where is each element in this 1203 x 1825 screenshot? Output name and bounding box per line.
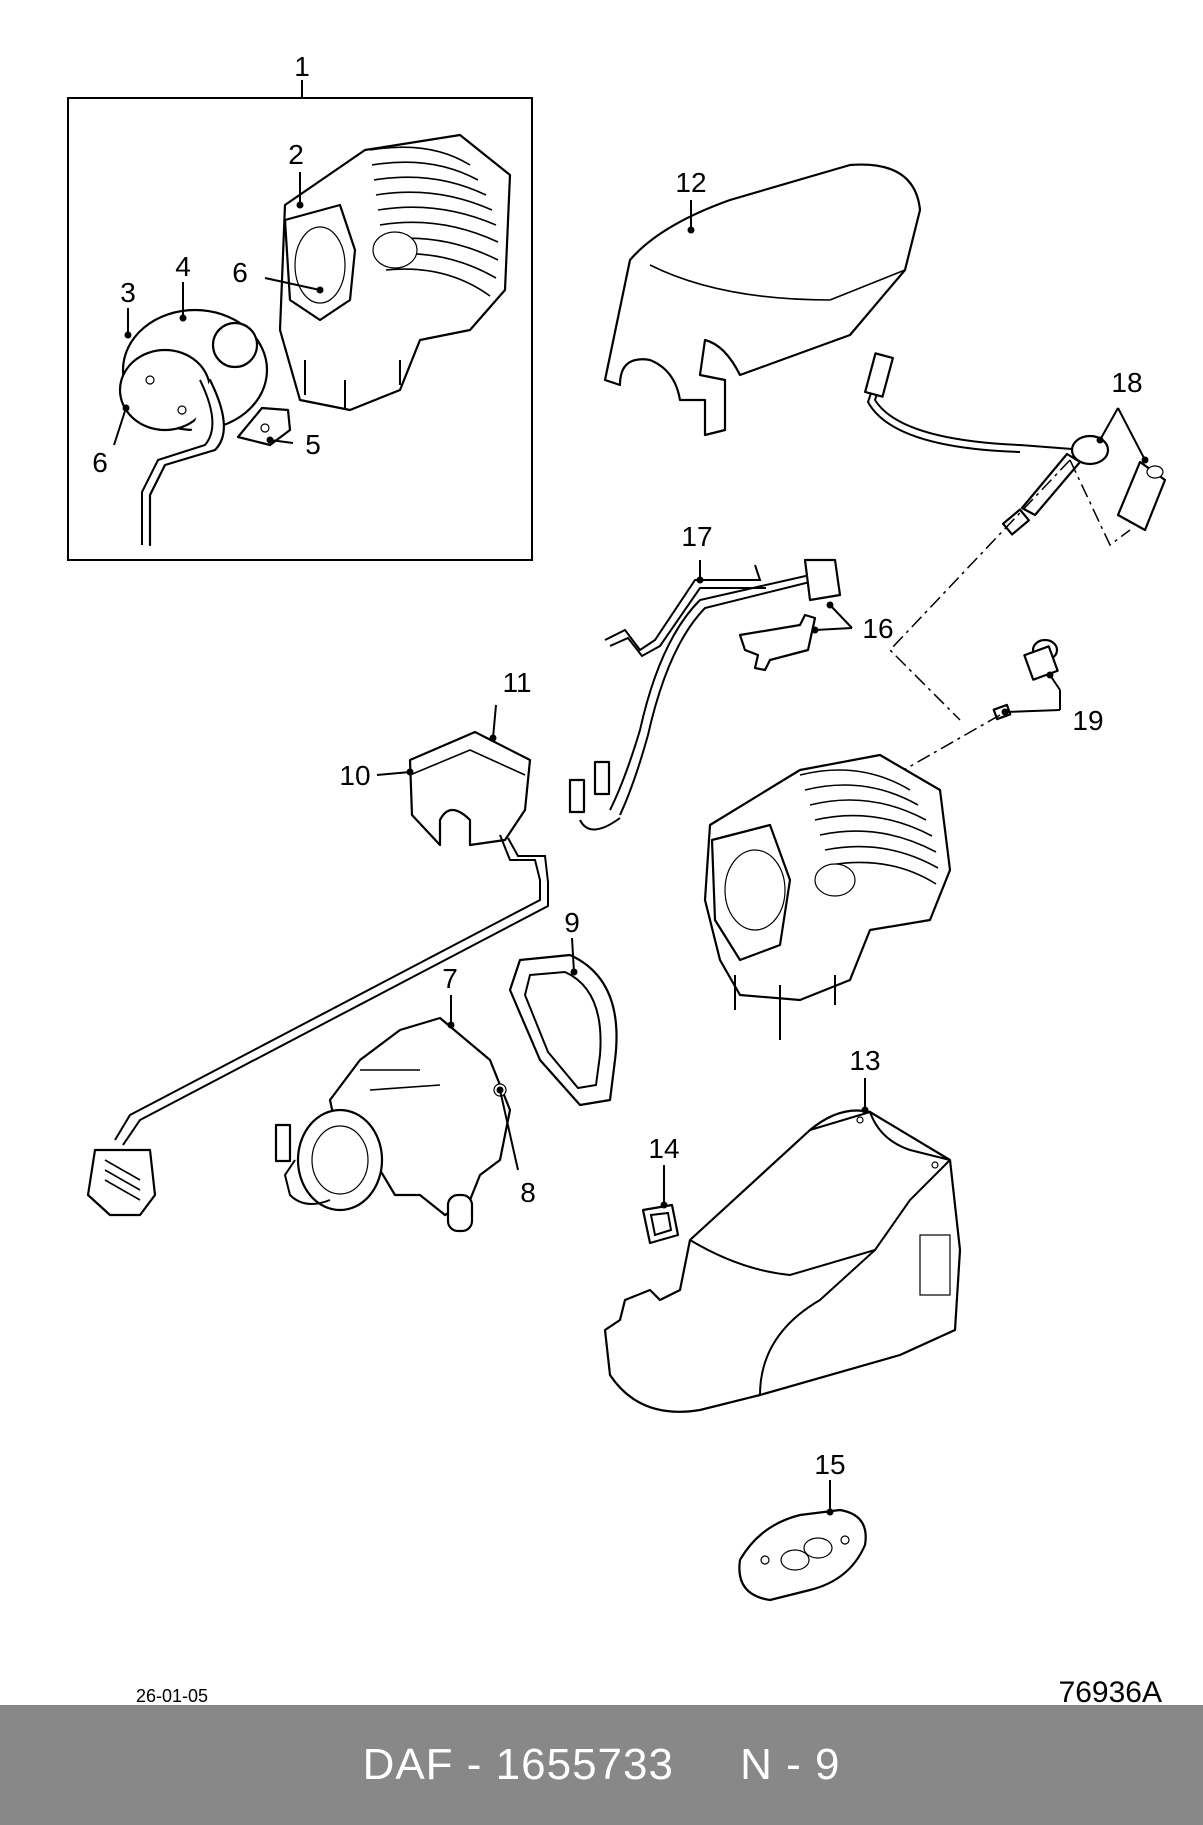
callout-14: 14 — [648, 1133, 679, 1164]
assembly-box — [67, 80, 533, 561]
gasket-plate-part — [738, 1508, 867, 1602]
callout-17: 17 — [681, 521, 712, 552]
callout-9: 9 — [564, 907, 580, 938]
lower-cover-part — [603, 1109, 962, 1413]
callout-5: 5 — [305, 429, 321, 460]
assembly-dash-lines — [888, 459, 1131, 776]
callout-10: 10 — [339, 760, 370, 791]
callout-6-upper: 6 — [232, 257, 248, 288]
heat-exchanger-assembly-part — [703, 753, 952, 1040]
callout-13: 13 — [849, 1045, 880, 1076]
footer-bar: DAF - 1655733 N - 9 — [0, 1705, 1203, 1825]
exploded-parts-diagram: 1 2 3 4 6 6 5 12 18 17 16 19 11 10 9 7 8… — [67, 51, 1167, 1705]
wiring-harness-part — [568, 558, 842, 831]
glow-plug-plate-part — [236, 406, 292, 447]
control-unit-part — [114, 730, 549, 1146]
multi-pin-connector-part — [86, 1148, 157, 1217]
callout-12: 12 — [675, 167, 706, 198]
callout-15: 15 — [814, 1449, 845, 1480]
callout-16: 16 — [862, 613, 893, 644]
leader-lines — [113, 172, 1149, 1516]
gasket-part — [508, 953, 618, 1107]
callout-11: 11 — [502, 667, 531, 698]
heat-exchanger-part — [278, 133, 512, 412]
blower-motor-part — [274, 1016, 512, 1233]
callout-8: 8 — [520, 1177, 536, 1208]
callout-3: 3 — [120, 277, 136, 308]
callout-1: 1 — [294, 51, 310, 82]
callout-7: 7 — [442, 963, 458, 994]
temperature-sensor-part — [864, 352, 1167, 536]
callout-4: 4 — [175, 251, 191, 282]
upper-cover-part — [603, 163, 922, 437]
footer-title: DAF - 1655733 N - 9 — [362, 1740, 841, 1789]
callout-6-lower: 6 — [92, 447, 108, 478]
drawing-code: 76936A — [1059, 1676, 1162, 1705]
bracket-part — [738, 613, 817, 672]
burner-flange-part — [118, 308, 269, 547]
plug-pin-part — [992, 638, 1059, 721]
drawing-date: 26-01-05 — [136, 1686, 208, 1705]
callout-18: 18 — [1111, 367, 1142, 398]
grommet-part — [641, 1203, 680, 1245]
callout-19: 19 — [1072, 705, 1103, 736]
callout-2: 2 — [288, 139, 304, 170]
